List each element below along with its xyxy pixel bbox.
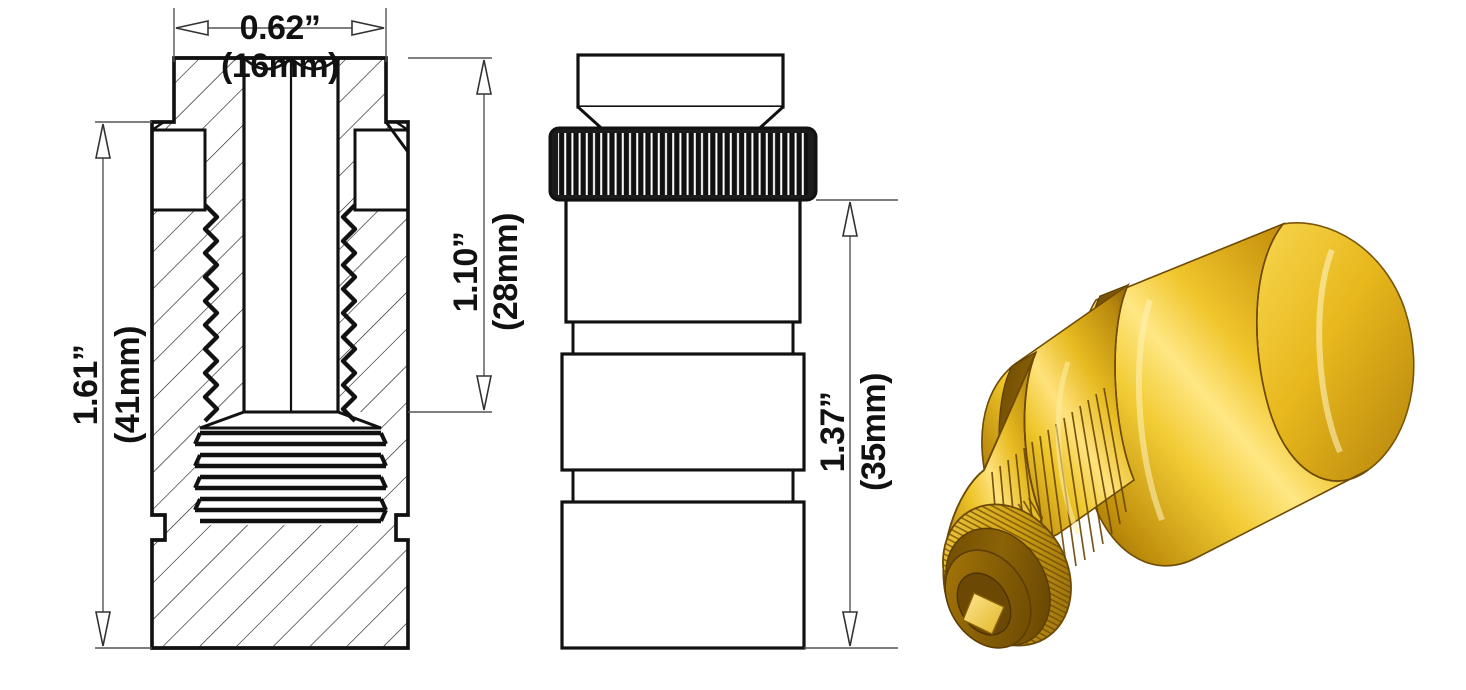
elev-segment-3 <box>560 500 806 650</box>
dimension-annotations <box>95 8 898 649</box>
elev-segment-1 <box>564 198 802 324</box>
pocket-left-outline <box>152 128 207 212</box>
elev-segment-2 <box>560 352 806 472</box>
arrow-width-right <box>351 20 385 36</box>
dim-knurl-mm: (35mm) <box>855 373 893 491</box>
bore-top-arc-left <box>243 57 292 71</box>
elev-top-cylinder <box>576 53 785 109</box>
elev-knurl-stripes <box>558 133 808 195</box>
render-seams <box>1023 223 1369 519</box>
thread-zigzag-left <box>202 203 220 423</box>
dim-width-mm: (16mm) <box>221 47 339 85</box>
flange-chamfer-right <box>384 121 410 153</box>
pocket-right-outline <box>353 128 408 212</box>
render-highlights <box>1055 248 1343 535</box>
arrow-knurl-bottom <box>842 611 858 647</box>
internal-thread-profile <box>193 430 388 524</box>
dim-body-mm: (28mm) <box>487 213 525 331</box>
section-pocket-right <box>355 130 408 210</box>
dim-body-inches: 1.10” <box>447 232 485 313</box>
dim-width-inches: 0.62” <box>240 9 321 47</box>
arrow-body-bottom <box>476 375 492 411</box>
dim-total-mm: (41mm) <box>109 326 147 444</box>
arrow-body-top <box>476 59 492 95</box>
section-outer-profile-overlay <box>150 56 410 650</box>
render-square-socket <box>962 592 1005 635</box>
section-pocket-left <box>152 130 205 210</box>
isometric-render <box>942 222 1415 649</box>
bore-bottom-cone <box>199 410 382 430</box>
cross-section-view <box>150 56 410 650</box>
thread-zigzag-right <box>340 203 358 423</box>
arrow-width-left <box>175 20 209 36</box>
arrow-total-bottom <box>95 611 111 647</box>
dim-total-inches: 1.61” <box>67 345 105 426</box>
bore-top-arc-right <box>290 57 339 71</box>
arrow-knurl-top <box>842 201 858 237</box>
elev-groove-1 <box>571 320 795 356</box>
elev-groove-2 <box>571 468 795 504</box>
arrow-total-top <box>95 123 111 159</box>
elevation-view <box>548 53 818 650</box>
dim-knurl-inches: 1.37” <box>814 392 852 473</box>
